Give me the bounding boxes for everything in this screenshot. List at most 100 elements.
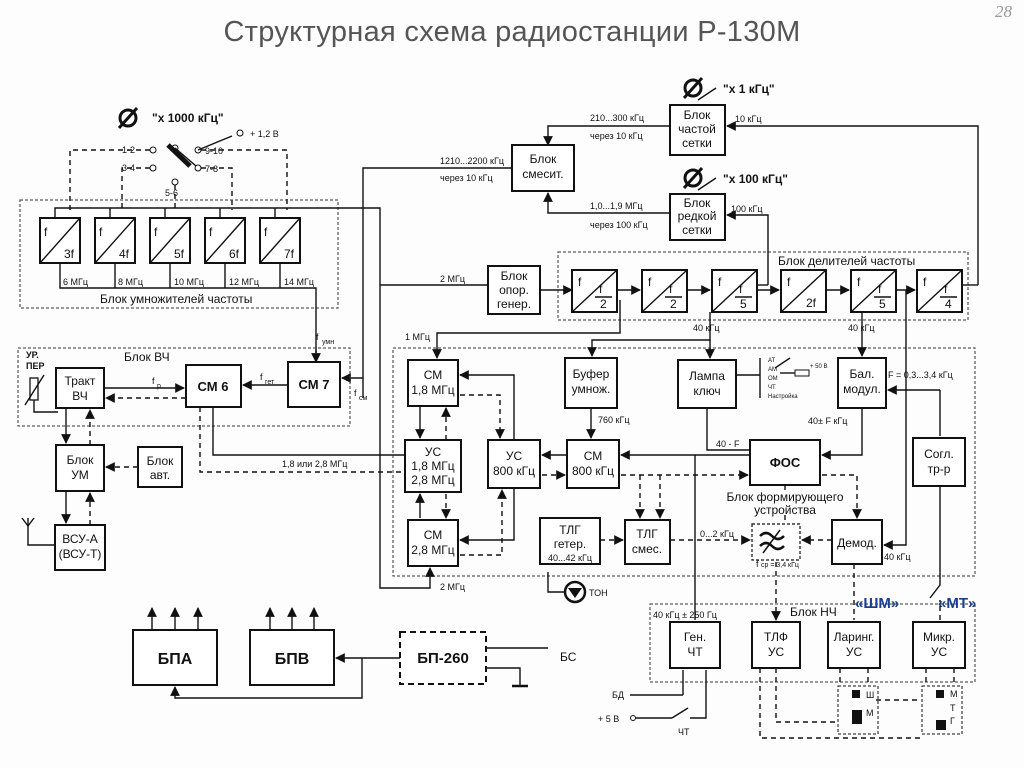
svg-text:сетки: сетки — [682, 136, 712, 150]
svg-text:f: f — [99, 225, 103, 239]
svg-text:УС: УС — [768, 645, 785, 659]
mt-label: «МТ» — [938, 595, 976, 612]
svg-text:ЧТ: ЧТ — [687, 645, 703, 659]
svg-text:ТЛГ: ТЛГ — [636, 527, 658, 541]
svg-text:760 кГц: 760 кГц — [598, 415, 629, 425]
svg-text:БС: БС — [560, 650, 577, 664]
svg-text:f: f — [923, 275, 927, 289]
svg-text:тр-р: тр-р — [928, 462, 951, 476]
divider-2: f f 2 — [641, 269, 688, 313]
svg-text:6f: 6f — [229, 247, 240, 261]
svg-text:Лампа: Лампа — [689, 369, 725, 383]
svg-text:СМ: СМ — [424, 528, 443, 542]
vch-group-label: Блок ВЧ — [124, 350, 170, 364]
svg-text:7f: 7f — [284, 247, 295, 261]
svg-text:ТОН: ТОН — [589, 588, 608, 598]
svg-text:f: f — [944, 282, 948, 296]
svg-text:Ларинг.: Ларинг. — [834, 630, 875, 644]
mult-out-14: 14 МГц — [284, 277, 314, 287]
mult-out-6: 6 МГц — [63, 277, 88, 287]
svg-text:f: f — [260, 372, 263, 382]
range-switch[interactable]: 1-2 3-4 5-6 7-8 9-10 + 1,2 В — [122, 129, 279, 198]
multiplier-2f: f 2f — [780, 269, 827, 313]
page-number: 28 — [995, 2, 1012, 21]
balanced-modulator-block: Бал. модул. — [837, 357, 887, 409]
svg-text:Блок: Блок — [530, 152, 558, 166]
svg-text:f: f — [209, 225, 213, 239]
headset-mt-icon: М Т Г — [921, 685, 963, 735]
svg-text:2 МГц: 2 МГц — [440, 274, 465, 284]
svg-text:см: см — [359, 395, 368, 402]
mode-switch[interactable]: АТ АМ ОМ ЧТ Настройка + 50 В — [736, 357, 828, 400]
svg-text:f: f — [316, 332, 319, 342]
svg-text:F = 0,3...3,4 кГц: F = 0,3...3,4 кГц — [888, 370, 953, 380]
antenna-tuner-block: ВСУ-А (ВСУ-Т) — [54, 524, 106, 571]
svg-text:40 кГц: 40 кГц — [848, 323, 874, 333]
switch-9-10: 9-10 — [205, 146, 223, 156]
svg-text:Согл.: Согл. — [924, 447, 954, 461]
divider-group-label: Блок делителей частоты — [778, 254, 915, 268]
lowpass-filter-icon — [751, 523, 801, 561]
lf-group-label: Блок НЧ — [790, 605, 837, 619]
svg-text:5: 5 — [740, 297, 747, 311]
svg-text:авт.: авт. — [150, 468, 170, 482]
mult-out-12: 12 МГц — [229, 277, 259, 287]
svg-text:через 100 кГц: через 100 кГц — [590, 220, 648, 230]
ref-gen-block: Блок опор. генер. — [487, 265, 541, 315]
divider-5: f f 5 — [850, 269, 897, 313]
knob-x100[interactable]: "x 100 кГц" — [682, 166, 788, 190]
auto-block: Блок авт. — [137, 446, 183, 488]
cm18-block: СМ 1,8 МГц — [407, 359, 459, 407]
fsk-gen-block: Ген. ЧТ — [669, 621, 721, 669]
svg-text:5: 5 — [879, 297, 886, 311]
antenna-icon — [21, 517, 55, 546]
svg-text:ТЛГ: ТЛГ — [559, 523, 581, 537]
svg-text:через 10 кГц: через 10 кГц — [440, 173, 493, 183]
svg-text:ФОС: ФОС — [770, 455, 801, 470]
svg-text:Ш: Ш — [866, 690, 874, 700]
fine-grid-block: Блок частой сетки — [669, 104, 726, 156]
svg-text:ТЛФ: ТЛФ — [764, 630, 788, 644]
svg-text:Блок: Блок — [684, 108, 712, 122]
svg-text:1210...2200 кГц: 1210...2200 кГц — [440, 156, 504, 166]
mult-out-10: 10 МГц — [174, 277, 204, 287]
svg-text:+ 5 В: + 5 В — [598, 714, 619, 724]
svg-text:р: р — [157, 383, 161, 390]
core-group — [392, 347, 976, 577]
vch-group — [17, 347, 351, 427]
rf-level-pot[interactable] — [24, 374, 58, 413]
tone-button[interactable]: ТОН — [563, 580, 608, 604]
svg-text:800 кГц: 800 кГц — [572, 464, 614, 478]
knob-x1000[interactable]: "x 1000 кГц" — [117, 106, 224, 130]
svg-text:Микр.: Микр. — [923, 630, 955, 644]
svg-text:4f: 4f — [119, 247, 130, 261]
svg-text:40± F кГц: 40± F кГц — [808, 416, 847, 426]
svg-text:СМ: СМ — [584, 449, 603, 463]
svg-text:f: f — [44, 225, 48, 239]
knob-x1-label: "x 1 кГц" — [723, 82, 775, 96]
bp260-block: БП-260 — [399, 631, 487, 685]
svg-text:БПВ: БПВ — [275, 651, 310, 668]
svg-text:Блок: Блок — [147, 454, 175, 468]
svg-text:ВЧ: ВЧ — [72, 389, 87, 403]
svg-text:гет: гет — [265, 379, 275, 386]
svg-text:210...300 кГц: 210...300 кГц — [590, 113, 644, 123]
svg-text:Блок формирующего: Блок формирующего — [726, 490, 843, 504]
us18-block: УС 1,8 МГц 2,8 МГц — [404, 439, 462, 493]
svg-text:умн: умн — [322, 339, 334, 346]
svg-text:2,8 МГц: 2,8 МГц — [411, 473, 455, 487]
svg-text:АМ: АМ — [768, 367, 777, 373]
svg-text:f: f — [264, 225, 268, 239]
mixer-unit-block: Блок смесит. — [511, 144, 575, 192]
svg-text:4: 4 — [945, 297, 952, 311]
multiplier-6f: f 6f — [204, 217, 246, 264]
knob-x1[interactable]: "x 1 кГц" — [682, 76, 775, 100]
svg-text:1,8 МГц: 1,8 МГц — [411, 383, 455, 397]
svg-text:40...42 кГц: 40...42 кГц — [548, 553, 592, 563]
svg-text:УС: УС — [846, 645, 863, 659]
svg-text:через 10 кГц: через 10 кГц — [590, 131, 643, 141]
multiplier-group-label: Блок умножителей частоты — [100, 292, 252, 306]
svg-text:СМ: СМ — [424, 368, 443, 382]
bpa-block: БПА — [132, 629, 218, 686]
